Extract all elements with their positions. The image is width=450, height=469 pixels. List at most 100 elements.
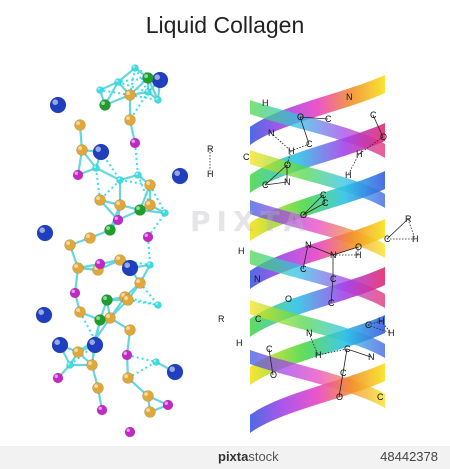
- atom-label: O: [300, 210, 307, 220]
- carbon-atom: [144, 406, 156, 418]
- carbon-atom: [94, 194, 106, 206]
- atom-highlight: [115, 79, 118, 82]
- atom-highlight: [116, 201, 120, 205]
- nitrogen-atom: [94, 314, 106, 326]
- hydrogen-atom: [134, 171, 142, 179]
- atom-highlight: [154, 74, 160, 80]
- atom-label: N: [305, 240, 312, 250]
- atom-highlight: [136, 279, 140, 284]
- sidechain-atom: [49, 96, 67, 114]
- atom-highlight: [54, 374, 58, 378]
- atom-label: N: [284, 177, 291, 187]
- structure-bond: [270, 132, 292, 152]
- carbon-atom: [124, 89, 136, 101]
- structure-bond: [302, 194, 324, 216]
- oxygen-atom: [112, 214, 124, 226]
- helix-strand-back: [250, 150, 385, 208]
- structure-bond: [367, 320, 382, 326]
- atom-label: N: [346, 92, 353, 102]
- atom-label: H: [288, 146, 295, 156]
- structure-bond: [302, 202, 326, 216]
- carbon-atom: [122, 372, 134, 384]
- hydrogen-atom: [154, 301, 162, 309]
- atom-highlight: [174, 170, 180, 176]
- atom-highlight: [136, 206, 140, 210]
- atom-highlight: [38, 309, 44, 316]
- atom-highlight: [88, 361, 92, 366]
- footer-image-id: 48442378: [380, 449, 438, 464]
- nitrogen-atom: [142, 72, 154, 84]
- atom-highlight: [78, 146, 82, 150]
- carbon-atom: [142, 390, 154, 402]
- structure-bond: [332, 246, 359, 256]
- carbon-atom: [74, 119, 86, 131]
- hydrogen-atom: [114, 78, 122, 86]
- atom-highlight: [97, 87, 100, 90]
- atom-label: C: [243, 152, 250, 162]
- watermark-text: PIXTA: [190, 205, 312, 238]
- hydrogen-atom: [131, 64, 139, 72]
- oxygen-atom: [129, 137, 141, 149]
- carbon-atom: [122, 294, 134, 306]
- hydrogen-bond-lines: [209, 114, 416, 398]
- structure-bond: [317, 348, 348, 356]
- oxygen-atom: [124, 426, 136, 438]
- oxygen-atom: [162, 399, 174, 411]
- atom-highlight: [124, 296, 128, 301]
- atom-label: C: [377, 392, 384, 402]
- sidechain-atom: [171, 167, 189, 185]
- atom-highlight: [76, 121, 80, 125]
- carbon-atom: [64, 239, 76, 251]
- carbon-atom: [74, 306, 86, 318]
- atom-highlight: [126, 116, 130, 120]
- atom-label: N: [306, 328, 313, 338]
- atom-label: C: [306, 139, 313, 149]
- atom-highlight: [52, 99, 58, 105]
- sidechain-atom: [86, 336, 104, 354]
- atom-label: C: [384, 234, 391, 244]
- structure-bond: [372, 114, 384, 138]
- atom-highlight: [126, 326, 130, 331]
- atom-highlight: [74, 348, 78, 353]
- atom-highlight: [124, 374, 128, 379]
- structure-bond: [290, 143, 310, 152]
- atom-highlight: [39, 227, 45, 233]
- atom-highlight: [117, 177, 120, 180]
- atom-label: C: [300, 264, 307, 274]
- atom-label: N: [268, 128, 275, 138]
- atom-highlight: [153, 359, 156, 362]
- structure-bond: [286, 150, 292, 166]
- atom-highlight: [74, 264, 78, 269]
- oxygen-atom: [142, 231, 154, 243]
- structure-bond: [407, 218, 416, 240]
- carbon-atom: [72, 346, 84, 358]
- carbon-atom: [124, 114, 136, 126]
- atom-label: C: [255, 314, 262, 324]
- atom-label: H: [412, 234, 419, 244]
- helix-strand: [250, 75, 385, 145]
- atom-label: N: [330, 250, 337, 260]
- oxygen-atom: [94, 258, 106, 270]
- atom-label: C: [325, 114, 332, 124]
- atom-highlight: [66, 241, 70, 245]
- structure-bond: [386, 218, 409, 240]
- hydrogen-bond: [134, 142, 139, 176]
- atom-highlight: [103, 296, 107, 301]
- sidechain-atom: [166, 363, 184, 381]
- helix-strand-back: [250, 250, 385, 308]
- carbon-atom: [144, 179, 156, 191]
- structure-bond: [299, 116, 329, 120]
- structure-bond: [302, 244, 309, 270]
- hydrogen-atom: [144, 88, 152, 96]
- hydrogen-atom: [96, 86, 104, 94]
- atom-highlight: [101, 101, 105, 105]
- atom-label: C: [322, 198, 329, 208]
- nitrogen-atom: [134, 204, 146, 216]
- atom-label: O: [285, 294, 292, 304]
- atom-highlight: [146, 408, 150, 413]
- atom-highlight: [93, 165, 96, 168]
- atom-highlight: [144, 233, 148, 237]
- footer-bar: pixtastock 48442378: [0, 446, 450, 469]
- helix-strand-back: [250, 100, 385, 158]
